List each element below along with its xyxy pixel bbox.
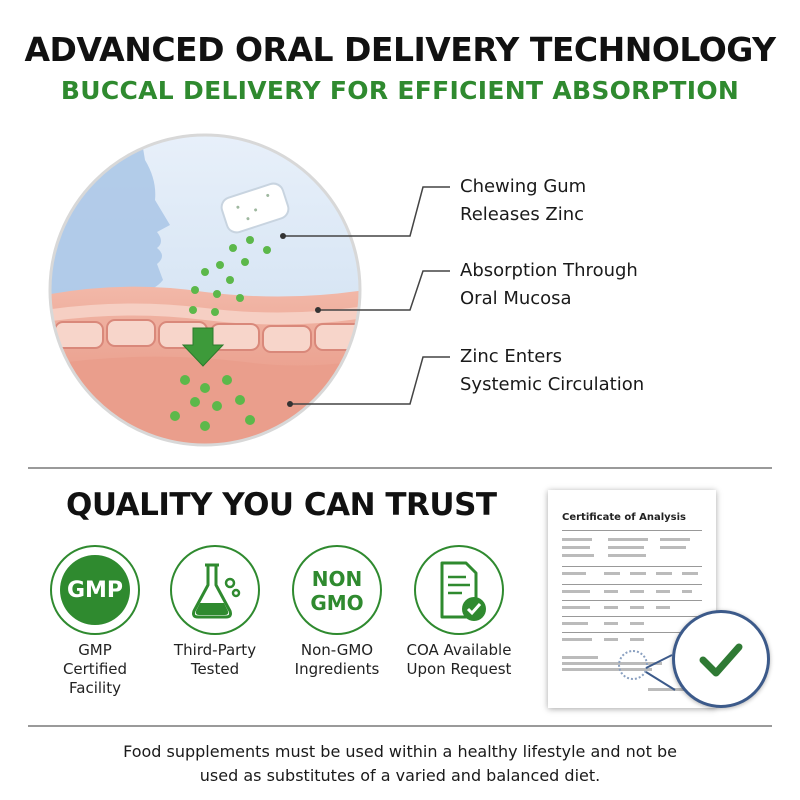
stamp-seal-icon <box>618 650 648 680</box>
third-party-badge-label: Third-Party Tested <box>173 641 257 678</box>
flask-icon <box>192 563 241 619</box>
non-gmo-badge: NON GMO <box>292 545 382 635</box>
section-divider-top <box>28 467 772 469</box>
arrow-down-icon <box>181 327 225 367</box>
callout-oral-mucosa: Absorption Through Oral Mucosa <box>460 260 638 309</box>
page-title: ADVANCED ORAL DELIVERY TECHNOLOGY <box>24 30 776 69</box>
gmp-badge: GMP <box>50 545 140 635</box>
checkmark-icon <box>699 643 743 677</box>
non-gmo-badge-label: Non-GMO Ingredients <box>294 641 380 678</box>
verified-check-badge <box>672 610 770 708</box>
quality-section-title: QUALITY YOU CAN TRUST <box>66 487 497 523</box>
disclaimer-footer: Food supplements must be used within a h… <box>123 742 677 785</box>
gmp-seal-icon: GMP <box>60 555 130 625</box>
coa-badge-label: COA Available Upon Request <box>406 641 512 678</box>
third-party-badge <box>170 545 260 635</box>
buccal-absorption-illustration <box>48 133 362 447</box>
coa-badge <box>414 545 504 635</box>
non-gmo-icon: NON GMO <box>310 567 364 615</box>
page-subtitle: BUCCAL DELIVERY FOR EFFICIENT ABSORPTION <box>60 76 740 105</box>
callout-chewing-gum: Chewing Gum Releases Zinc <box>460 176 587 225</box>
gmp-badge-label: GMP Certified Facility <box>62 641 128 697</box>
document-check-icon <box>440 561 486 621</box>
section-divider-bottom <box>28 725 772 727</box>
certificate-title: Certificate of Analysis <box>562 512 686 523</box>
zinc-particles <box>170 236 271 431</box>
callout-systemic-circulation: Zinc Enters Systemic Circulation <box>460 346 645 395</box>
